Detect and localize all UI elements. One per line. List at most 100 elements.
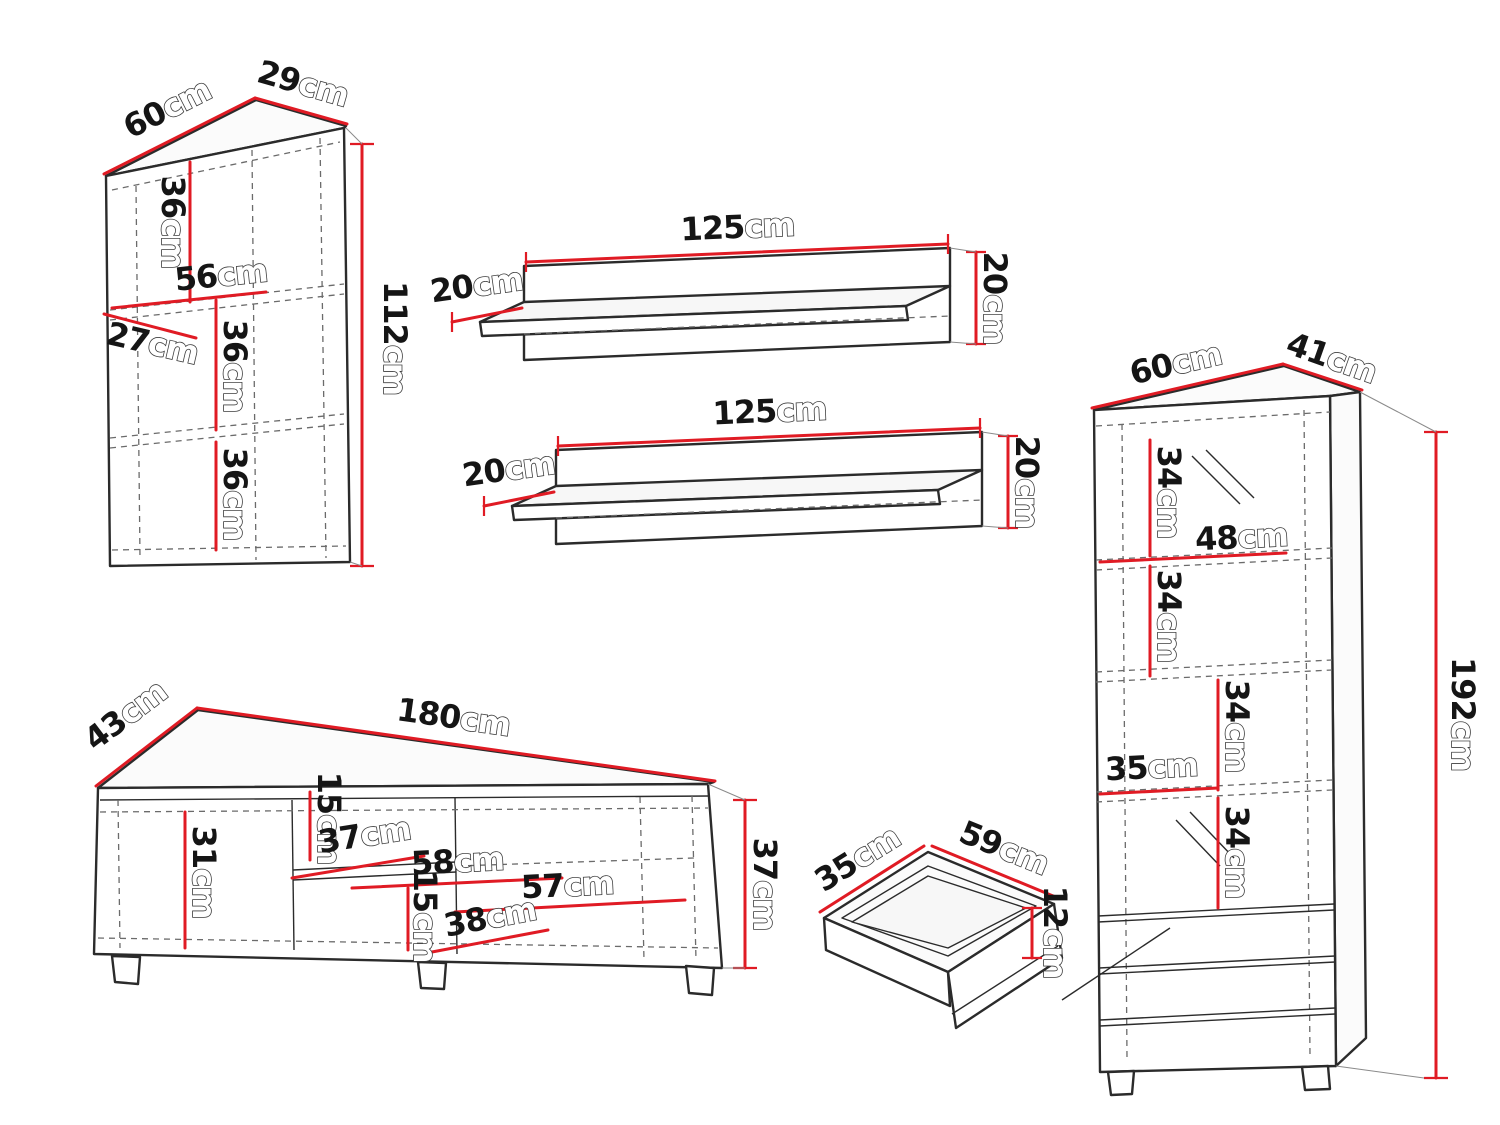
- hidden-edge: [691, 795, 697, 961]
- tv-stand-divider: [454, 797, 458, 955]
- dim-tv-stand-door-height: 31cm: [185, 826, 223, 919]
- dim-line-shelf-depth: [290, 854, 426, 880]
- dim-tv-stand-gap-top: 15cm: [310, 772, 348, 865]
- tv-stand-middle-shelf: [292, 871, 457, 881]
- extension-line: [1359, 391, 1437, 433]
- drawer-front-edge: [1099, 1007, 1336, 1021]
- dim-line-shelf-depth: [102, 312, 198, 340]
- tall-cabinet-drawer-fronts: [1097, 903, 1336, 1027]
- tall-cabinet-foot: [1300, 1064, 1332, 1092]
- drawer-front-edge: [1098, 961, 1336, 975]
- dim-line-width: [195, 706, 717, 783]
- tall-cabinet-hidden-edges: [1095, 409, 1333, 1059]
- dim-wall-cabinet-depth: 29cm: [253, 52, 353, 114]
- dim-wall-cabinet-section-middle: 36cm: [216, 320, 254, 413]
- dim-line-depth: [1281, 362, 1364, 392]
- dim-line-base-width: [430, 928, 550, 954]
- dim-line-niche-width-2: [453, 898, 687, 914]
- dim-tall-cabinet-section-1: 34cm: [1150, 446, 1188, 539]
- wall-shelf-shape: [450, 234, 986, 362]
- tall-cabinet-dimension-lines: [1090, 362, 1448, 1080]
- hidden-edge: [99, 807, 709, 813]
- drawer-front-edge: [1097, 909, 1335, 923]
- dim-line-inner-width: [1098, 551, 1288, 564]
- dim-tall-cabinet-height: 192cm: [1444, 657, 1482, 771]
- tv-stand-top-edge: [99, 795, 711, 801]
- glass-reflection-mark: [1175, 819, 1221, 867]
- dim-drawer-height: 12cm: [1036, 886, 1074, 979]
- dim-shelf-top-height-right: 20cm: [976, 252, 1014, 345]
- extension-line: [707, 783, 746, 801]
- dim-tv-stand-shelf-depth: 37cm: [315, 809, 413, 861]
- extension-line: [949, 341, 977, 345]
- dim-shelf-bottom-height-left: 20cm: [460, 444, 557, 495]
- drawer-front-edge: [1097, 903, 1335, 917]
- tv-stand: 43cm 180cm 31cm 15cm 37cm 58cm 57cm 15cm…: [77, 671, 785, 997]
- dim-shelf-bottom-height-right: 20cm: [1008, 436, 1046, 529]
- dim-line-shelf-width: [524, 242, 950, 264]
- tv-stand-dimension-lines: [94, 706, 757, 970]
- dim-shelf-top-width: 125cm: [680, 206, 796, 249]
- dim-line-niche-width: [350, 876, 564, 890]
- tv-stand-divider: [291, 799, 295, 951]
- dim-tv-stand-gap-bottom: 15cm: [406, 870, 444, 963]
- hidden-edge: [1303, 409, 1311, 1057]
- tall-cabinet-foot: [1106, 1069, 1136, 1097]
- dim-tv-stand-niche-width: 58cm: [410, 840, 505, 883]
- dim-tall-cabinet-inner-width: 48cm: [1194, 516, 1289, 559]
- wall-cabinet-hidden-edges: [109, 137, 347, 561]
- tv-stand-foot: [684, 964, 716, 997]
- tall-cabinet: 60cm 41cm 192cm 34cm 48cm 34cm 34cm 35cm…: [1061, 324, 1483, 1097]
- drawer-left-wall: [822, 916, 952, 1008]
- dim-tall-cabinet-section-2: 34cm: [1150, 570, 1188, 663]
- wall-cabinet: 60cm 29cm 112cm 36cm 56cm 27cm 36cm 36cm: [102, 52, 415, 568]
- wall-shelf-bottom-labels: 125cm 20cm 20cm: [460, 389, 1047, 529]
- hidden-edge: [1121, 423, 1128, 1059]
- dim-tv-stand-width: 180cm: [394, 690, 512, 744]
- drawer-dimension-lines: [818, 844, 1060, 960]
- dim-wall-cabinet-section-bottom: 36cm: [216, 448, 254, 541]
- drawer-callout-line: [1061, 927, 1171, 1001]
- dim-line-shelf-height-left: [450, 306, 524, 324]
- hidden-edge: [251, 149, 257, 561]
- tall-cabinet-front-face: [1092, 394, 1338, 1074]
- extension-line: [949, 247, 977, 253]
- wall-shelf-bottom-shape: [482, 416, 1020, 546]
- glass-reflection-mark: [1191, 455, 1241, 505]
- tv-stand-middle-shelf: [292, 861, 457, 871]
- dim-tall-cabinet-section-3: 34cm: [1218, 680, 1256, 773]
- dim-tv-stand-height: 37cm: [746, 838, 784, 931]
- glass-reflection-mark: [1189, 811, 1235, 859]
- extension-line: [1335, 1065, 1425, 1079]
- dim-line-depth: [94, 706, 199, 788]
- dim-wall-cabinet-section-top: 36cm: [154, 176, 192, 269]
- tv-stand-foot: [416, 960, 448, 991]
- drawer-front-edge: [1099, 1013, 1336, 1027]
- drawer: 35cm 59cm 12cm: [808, 813, 1075, 1030]
- dim-shelf-bottom-width: 125cm: [712, 390, 828, 433]
- hidden-edge: [523, 315, 951, 335]
- dim-line-shelf-width: [110, 290, 268, 310]
- dim-line-width: [1090, 362, 1285, 410]
- tall-cabinet-glass-marks: [1175, 449, 1255, 867]
- hidden-edge: [117, 799, 121, 949]
- hidden-edge: [111, 141, 341, 191]
- tv-stand-foot: [110, 954, 142, 986]
- dim-line-shelf-depth: [1098, 786, 1220, 796]
- dim-tall-cabinet-section-4: 34cm: [1218, 806, 1256, 899]
- drawer-front-edge: [1098, 955, 1336, 969]
- dim-wall-cabinet-shelf-width: 56cm: [173, 251, 269, 298]
- hidden-edge: [135, 185, 141, 559]
- dim-line-depth: [818, 844, 926, 914]
- dim-tall-cabinet-shelf-depth: 35cm: [1104, 746, 1199, 789]
- extension-line: [345, 127, 363, 145]
- dim-shelf-top-height-left: 20cm: [428, 260, 525, 311]
- dim-line-width: [930, 844, 1060, 900]
- dim-wall-cabinet-height: 112cm: [376, 281, 414, 395]
- drawer-inner-rim: [841, 865, 1037, 957]
- hidden-edge: [639, 796, 645, 961]
- dim-line-depth: [253, 96, 349, 126]
- hidden-edge: [319, 137, 327, 559]
